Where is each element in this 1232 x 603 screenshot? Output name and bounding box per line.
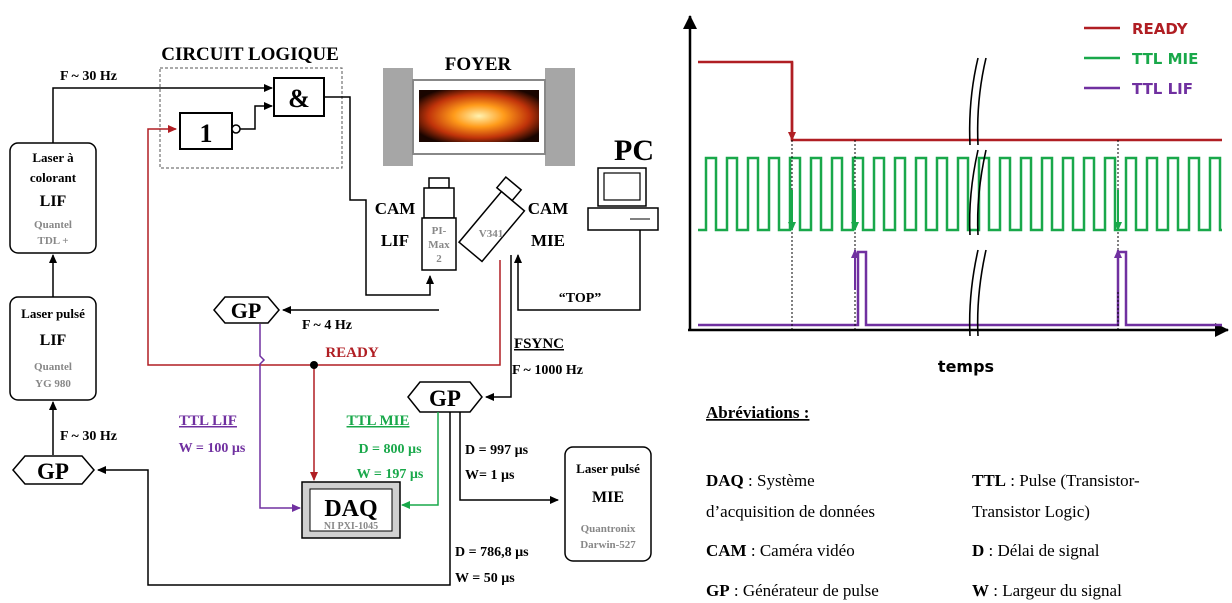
line-fsync	[486, 255, 511, 397]
cam-mie-name: MIE	[531, 231, 565, 250]
foyer-chamber	[383, 68, 575, 166]
gp-bottom-label: GP	[37, 459, 69, 484]
cam-mie-cam: CAM	[528, 199, 569, 218]
laser-pulse-mie-model2: Darwin-527	[580, 539, 636, 551]
ttl-lif-line	[260, 324, 300, 508]
ttl-lif-label: TTL LIF	[179, 413, 237, 429]
legend-ready-label: READY	[1132, 20, 1189, 38]
abbr-d: D : Délai de signal	[972, 541, 1100, 560]
cam-lif-device-label2: Max	[428, 239, 450, 251]
ready-label: READY	[325, 345, 379, 361]
ready-signal	[698, 62, 1222, 140]
abbr-gp: GP : Générateur de pulse	[706, 581, 879, 600]
laser-colorant-model1: Quantel	[34, 219, 72, 231]
abbr-w: W : Largeur du signal	[972, 581, 1122, 600]
ready-junction	[310, 361, 318, 369]
laser-colorant-name: LIF	[40, 193, 67, 210]
mie-laser-d: D = 997 µs	[465, 443, 529, 458]
gp-top-label: GP	[231, 298, 262, 323]
gp-mid-label: GP	[429, 386, 461, 411]
legend-ttl-mie-label: TTL MIE	[1132, 50, 1198, 68]
freq-colorant-label: F ~ 30 Hz	[60, 69, 117, 84]
abbr-title: Abréviations :	[706, 403, 809, 422]
abbr-cam: CAM : Caméra vidéo	[706, 541, 855, 560]
line-not-to-and	[240, 106, 272, 129]
ttl-mie-w: W = 197 µs	[357, 467, 424, 482]
pc-label: PC	[614, 134, 654, 167]
pc-icon	[588, 168, 658, 230]
abbr-daq-line2: d’acquisition de données	[706, 502, 875, 521]
legend-ttl-lif-label: TTL LIF	[1132, 80, 1193, 98]
laser-pulse-mie-model1: Quantronix	[581, 523, 636, 535]
timing-x-label: temps	[938, 357, 994, 376]
cam-lif-device-label3: 2	[436, 253, 442, 265]
lif-w: W = 50 µs	[455, 571, 515, 586]
cam-mie-device-label: V341	[479, 228, 503, 240]
top-label: “TOP”	[559, 291, 602, 306]
cam-lif-name: LIF	[381, 231, 409, 250]
ttl-mie-d: D = 800 µs	[358, 442, 422, 457]
cam-lif-cam: CAM	[375, 199, 416, 218]
freq-gp-top-label: F ~ 4 Hz	[302, 318, 352, 333]
freq-fsync-label: F ~ 1000 Hz	[512, 363, 583, 378]
daq-model: NI PXI-1045	[324, 521, 378, 532]
ttl-lif-signal	[698, 252, 1222, 325]
laser-colorant-model2: TDL +	[37, 235, 68, 247]
abbr-ttl: TTL : Pulse (Transistor-	[972, 471, 1140, 490]
ttl-mie-label: TTL MIE	[347, 413, 410, 429]
logic-circuit-title: CIRCUIT LOGIQUE	[161, 44, 339, 65]
lif-d: D = 786,8 µs	[455, 545, 529, 560]
laser-pulse-lif-line1: Laser pulsé	[21, 306, 85, 321]
mie-laser-w: W= 1 µs	[465, 468, 515, 483]
timing-diagram: READY TTL MIE TTL LIF temps	[688, 16, 1228, 376]
cam-mie-device	[454, 177, 533, 261]
not-gate-bubble	[232, 125, 240, 133]
laser-pulse-lif-model1: Quantel	[34, 361, 72, 373]
laser-pulse-mie-line1: Laser pulsé	[576, 461, 640, 476]
daq-name: DAQ	[324, 496, 377, 522]
laser-pulse-lif-model2: YG 980	[35, 378, 71, 390]
laser-pulse-mie-name: MIE	[592, 489, 624, 506]
cam-lif-device-label1: PI-	[432, 225, 447, 237]
fsync-label: FSYNC	[514, 336, 564, 352]
and-gate-label: &	[288, 84, 310, 113]
abbr-daq: DAQ : Système	[706, 471, 815, 490]
ttl-lif-w: W = 100 µs	[179, 441, 246, 456]
line-colorant-to-and	[53, 88, 272, 143]
laser-pulse-lif-name: LIF	[40, 332, 67, 349]
foyer-label: FOYER	[445, 54, 512, 75]
abbr-ttl-line2: Transistor Logic)	[972, 502, 1090, 521]
laser-colorant-line1: Laser à	[32, 150, 74, 165]
not-gate-label: 1	[200, 119, 213, 148]
laser-colorant-line2: colorant	[30, 170, 77, 185]
ttl-mie-signal	[698, 158, 1222, 230]
freq-pulse-label: F ~ 30 Hz	[60, 429, 117, 444]
